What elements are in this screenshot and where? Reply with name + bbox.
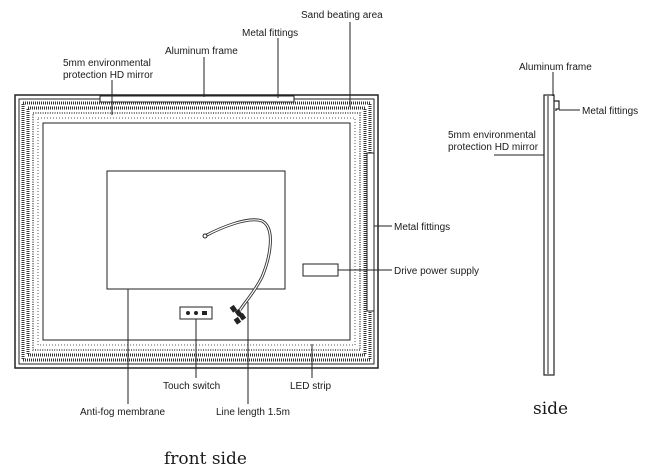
label-mirror: 5mm environmental protection HD mirror bbox=[63, 58, 154, 81]
leader-lines bbox=[111, 22, 392, 404]
label-touch-switch: Touch switch bbox=[163, 381, 220, 392]
drive-power-supply bbox=[302, 263, 339, 277]
label-mirror-line-1: 5mm environmental bbox=[63, 58, 151, 69]
side-label-mirror-line-1: 5mm environmental bbox=[448, 130, 536, 141]
side-label-metal-fittings: Metal fittings bbox=[582, 106, 638, 117]
label-mirror-line-2: protection HD mirror bbox=[63, 70, 154, 81]
side-view: Aluminum frame Metal fittings 5mm enviro… bbox=[448, 62, 638, 419]
label-metal-fittings-right: Metal fittings bbox=[394, 222, 450, 233]
power-cable bbox=[202, 218, 272, 325]
label-drive-power-supply: Drive power supply bbox=[394, 266, 479, 277]
caption-front-side: front side bbox=[164, 449, 247, 469]
label-metal-fittings-top: Metal fittings bbox=[242, 28, 298, 39]
label-line-length: Line length 1.5m bbox=[216, 407, 290, 418]
top-metal-fitting bbox=[99, 95, 295, 103]
side-profile bbox=[543, 94, 555, 376]
caption-side: side bbox=[533, 399, 568, 419]
label-aluminum-frame: Aluminum frame bbox=[165, 46, 238, 57]
cable-plug bbox=[229, 304, 247, 325]
side-label-mirror-line-2: protection HD mirror bbox=[448, 142, 539, 153]
side-metal-fitting bbox=[554, 100, 560, 111]
touch-switch bbox=[179, 306, 213, 320]
side-label-mirror: 5mm environmental protection HD mirror bbox=[448, 130, 539, 153]
right-metal-fitting bbox=[366, 152, 375, 312]
label-led-strip: LED strip bbox=[290, 381, 332, 392]
anti-fog-membrane bbox=[106, 170, 286, 290]
front-view: Sand beating area Metal fittings Aluminu… bbox=[14, 10, 479, 469]
side-label-aluminum-frame: Aluminum frame bbox=[519, 62, 592, 73]
label-anti-fog-membrane: Anti-fog membrane bbox=[80, 407, 165, 418]
label-sand-beating-area: Sand beating area bbox=[301, 10, 383, 21]
